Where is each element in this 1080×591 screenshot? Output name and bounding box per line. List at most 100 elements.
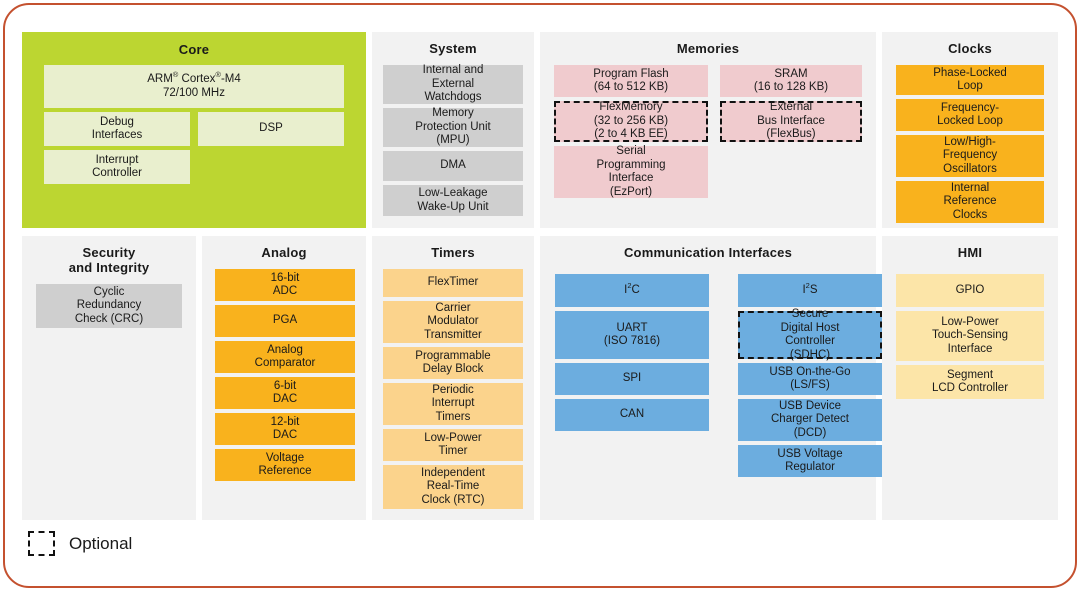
block-12bit-dac[interactable]: 12-bit DAC [215, 413, 355, 445]
block-gpio[interactable]: GPIO [896, 274, 1044, 307]
block-line: Reference [943, 195, 997, 208]
panel-memories-body: Program Flash (64 to 512 KB) FlexMemory … [540, 32, 876, 228]
block-programmable-delay-block[interactable]: Programmable Delay Block [383, 347, 523, 379]
block-oscillators[interactable]: Low/High- Frequency Oscillators [896, 135, 1044, 177]
block-line: (SDHC) [789, 348, 831, 361]
block-line: Serial [616, 145, 646, 157]
panel-analog: Analog 16-bit ADC PGA Analog Comparator … [202, 236, 366, 520]
block-line: External [431, 77, 475, 90]
panel-title-line: Security [82, 245, 136, 260]
block-line: USB Device [779, 399, 841, 412]
block-uart[interactable]: UART (ISO 7816) [555, 311, 709, 359]
block-line: I2C [624, 280, 640, 296]
block-line: Analog [267, 343, 303, 356]
block-segment-lcd-controller[interactable]: Segment LCD Controller [896, 365, 1044, 399]
block-line: Programming [596, 158, 666, 171]
block-line: PGA [272, 314, 298, 327]
block-line: DAC [272, 429, 298, 441]
block-line: ARM® Cortex®-M4 [147, 70, 241, 85]
block-phase-locked-loop[interactable]: Phase-Locked Loop [896, 65, 1044, 95]
block-line: Oscillators [943, 162, 997, 175]
legend: Optional [28, 531, 132, 556]
block-line: Timers [435, 410, 471, 423]
block-line: DSP [259, 122, 283, 135]
block-i2s[interactable]: I2S [738, 274, 882, 307]
block-frequency-locked-loop[interactable]: Frequency- Locked Loop [896, 99, 1044, 131]
block-usb-dcd[interactable]: USB Device Charger Detect (DCD) [738, 399, 882, 441]
block-watchdogs[interactable]: Internal and External Watchdogs [383, 64, 523, 104]
block-line: (EzPort) [609, 185, 653, 198]
block-touch-sensing-interface[interactable]: Low-Power Touch-Sensing Interface [896, 311, 1044, 361]
block-line: Program Flash [593, 67, 669, 80]
block-low-leakage-wakeup-unit[interactable]: Low-Leakage Wake-Up Unit [383, 185, 523, 216]
block-internal-reference-clocks[interactable]: Internal Reference Clocks [896, 181, 1044, 223]
block-line: Modulator [427, 315, 479, 328]
panel-communication-interfaces: Communication Interfaces I2C UART (ISO 7… [540, 236, 882, 520]
block-debug-interfaces[interactable]: Debug Interfaces [44, 112, 190, 146]
block-16bit-adc[interactable]: 16-bit ADC [215, 269, 355, 301]
block-dsp[interactable]: DSP [198, 112, 344, 146]
block-external-bus-interface[interactable]: External Bus Interface (FlexBus) [720, 101, 862, 142]
panel-security-body: Cyclic Redundancy Check (CRC) [36, 284, 182, 332]
block-crc[interactable]: Cyclic Redundancy Check (CRC) [36, 284, 182, 328]
block-line: DMA [440, 159, 466, 172]
block-usb-otg[interactable]: USB On-the-Go (LS/FS) [738, 363, 882, 395]
block-line: FlexMemory [599, 101, 663, 114]
block-carrier-modulator-transmitter[interactable]: Carrier Modulator Transmitter [383, 301, 523, 343]
block-line: Low-Power [424, 431, 482, 444]
block-arm-cortex-m4[interactable]: ARM® Cortex®-M4 72/100 MHz [44, 65, 344, 108]
communication-right-column: I2S Secure Digital Host Controller (SDHC… [738, 274, 882, 481]
block-program-flash[interactable]: Program Flash (64 to 512 KB) [554, 65, 708, 97]
block-rtc[interactable]: Independent Real-Time Clock (RTC) [383, 465, 523, 509]
block-dma[interactable]: DMA [383, 151, 523, 181]
block-i2c[interactable]: I2C [555, 274, 709, 307]
panel-core-body: ARM® Cortex®-M4 72/100 MHz Debug Interfa… [44, 65, 344, 188]
block-line: Wake-Up Unit [417, 200, 489, 213]
block-6bit-dac[interactable]: 6-bit DAC [215, 377, 355, 409]
block-interrupt-controller[interactable]: Interrupt Controller [44, 150, 190, 184]
block-line: Memory [432, 107, 474, 120]
panel-hmi: HMI GPIO Low-Power Touch-Sensing Interfa… [882, 236, 1058, 520]
panel-security-and-integrity: Security and Integrity Cyclic Redundancy… [22, 236, 196, 520]
block-mpu[interactable]: Memory Protection Unit (MPU) [383, 107, 523, 147]
block-line: Interface [608, 172, 654, 184]
block-line: SRAM [774, 67, 808, 80]
block-line: Charger Detect [771, 413, 849, 426]
panel-analog-title: Analog [261, 245, 307, 260]
block-line: 12-bit [270, 415, 300, 428]
block-line: Frequency [942, 149, 998, 162]
panel-clocks-title: Clocks [948, 41, 992, 56]
block-periodic-interrupt-timers[interactable]: Periodic Interrupt Timers [383, 383, 523, 425]
block-pga[interactable]: PGA [215, 305, 355, 337]
block-line: Debug [100, 115, 134, 128]
block-line: External [769, 101, 813, 114]
block-sram[interactable]: SRAM (16 to 128 KB) [720, 65, 862, 97]
block-line: Loop [957, 80, 983, 92]
block-line: Digital Host [780, 321, 840, 334]
block-line: Cyclic [93, 285, 125, 298]
block-ezport[interactable]: Serial Programming Interface (EzPort) [554, 145, 708, 198]
panel-hmi-body: GPIO Low-Power Touch-Sensing Interface S… [896, 274, 1044, 403]
block-usb-voltage-regulator[interactable]: USB Voltage Regulator [738, 445, 882, 477]
block-flextimer[interactable]: FlexTimer [383, 269, 523, 297]
block-low-power-timer[interactable]: Low-Power Timer [383, 429, 523, 461]
block-spi[interactable]: SPI [555, 363, 709, 395]
block-line: SPI [622, 372, 642, 385]
block-can[interactable]: CAN [555, 399, 709, 431]
block-flexmemory[interactable]: FlexMemory (32 to 256 KB) (2 to 4 KB EE) [554, 101, 708, 142]
panel-memories-title: Memories [676, 41, 740, 56]
block-line: Interrupt [95, 153, 139, 166]
panel-system-title: System [429, 41, 477, 56]
block-line: UART [616, 321, 648, 334]
panel-core: Core ARM® Cortex®-M4 72/100 MHz Debug In… [22, 32, 366, 228]
block-line: 6-bit [273, 379, 297, 392]
block-sdhc[interactable]: Secure Digital Host Controller (SDHC) [738, 308, 882, 361]
block-line: Frequency- [940, 101, 1000, 114]
block-voltage-reference[interactable]: Voltage Reference [215, 449, 355, 481]
block-line: Timer [438, 445, 468, 457]
block-line: Transmitter [424, 328, 482, 341]
block-analog-comparator[interactable]: Analog Comparator [215, 341, 355, 373]
panel-system-body: Internal and External Watchdogs Memory P… [383, 64, 523, 220]
panel-clocks: Clocks Phase-Locked Loop Frequency- Lock… [882, 32, 1058, 228]
block-line: Phase-Locked [933, 66, 1007, 79]
